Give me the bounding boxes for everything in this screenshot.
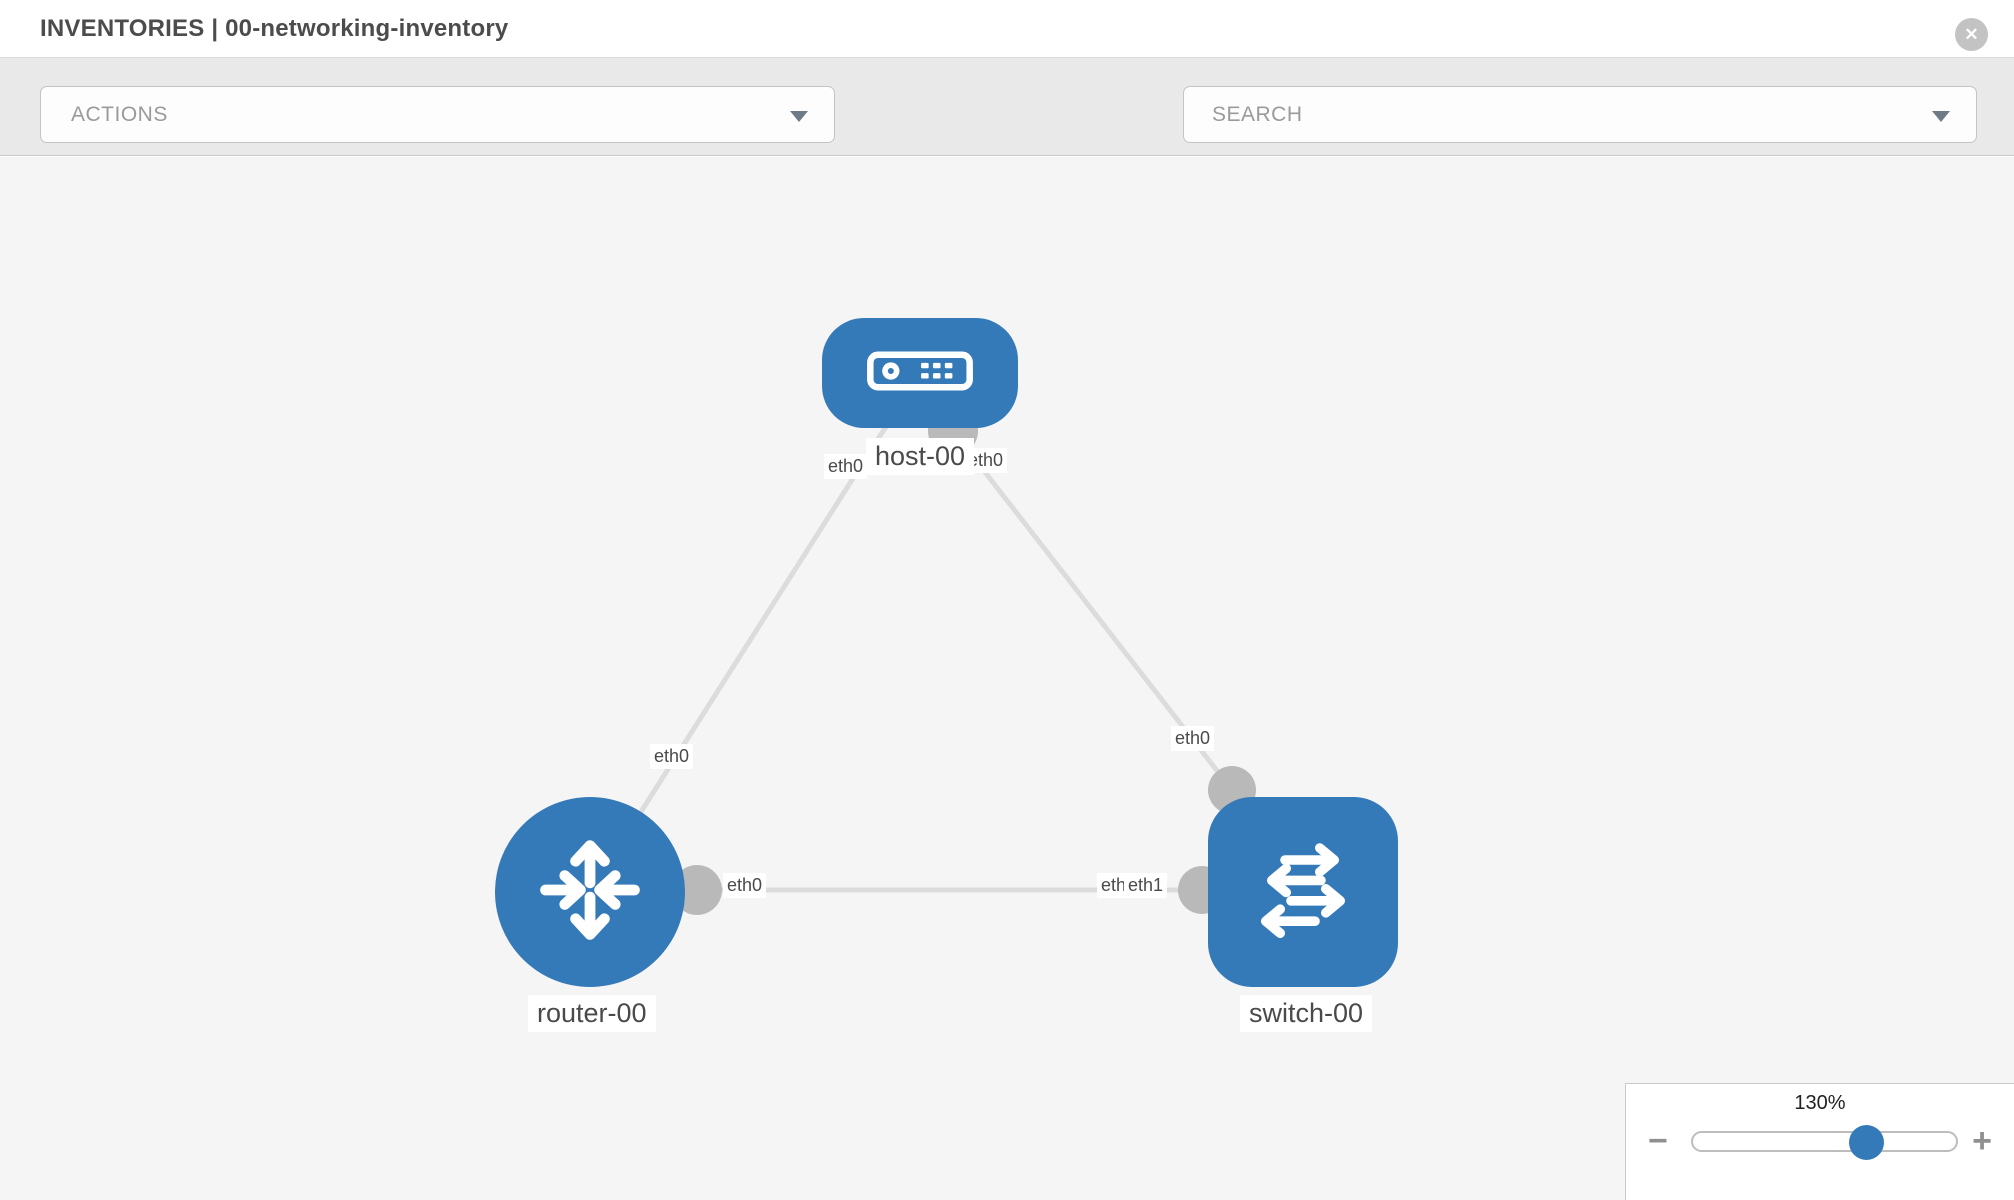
iface-label-router-eth0-right: eth0: [723, 873, 767, 898]
topology-canvas[interactable]: eth0 eth0 eth0 eth0 eth0 eth0 eth1 host-…: [0, 157, 2014, 1200]
zoom-level-value: 130%: [1794, 1092, 1846, 1114]
switch-icon: [1243, 830, 1363, 955]
node-label-host-00: host-00: [866, 438, 975, 475]
zoom-slider-thumb[interactable]: [1849, 1125, 1884, 1160]
zoom-out-button[interactable]: −: [1648, 1122, 1668, 1160]
host-icon: [866, 351, 974, 396]
search-input[interactable]: [1212, 102, 1852, 127]
zoom-in-button[interactable]: +: [1972, 1122, 1992, 1160]
node-router-00[interactable]: [495, 797, 685, 987]
node-label-switch-00: switch-00: [1240, 995, 1373, 1032]
node-host-00[interactable]: [822, 318, 1018, 428]
page-title: INVENTORIES | 00-networking-inventory: [40, 14, 509, 42]
actions-dropdown-label: ACTIONS: [71, 102, 168, 126]
interface-port-router: [672, 865, 722, 915]
close-icon[interactable]: ✕: [1955, 18, 1988, 51]
topology-links-layer: [587, 371, 1256, 915]
chevron-down-icon: [790, 111, 808, 122]
iface-label-switch-eth1-left: eth1: [1124, 873, 1168, 898]
node-label-router-00: router-00: [528, 995, 656, 1032]
toolbar: ACTIONS: [0, 57, 2014, 189]
actions-dropdown[interactable]: ACTIONS: [40, 86, 835, 143]
iface-label-router-eth0-top: eth0: [650, 744, 694, 769]
router-icon: [530, 830, 650, 955]
zoom-control-panel: 130% − +: [1625, 1083, 2014, 1200]
header-bar: INVENTORIES | 00-networking-inventory ✕: [0, 0, 2014, 57]
iface-label-host-eth0-left: eth0: [824, 454, 868, 479]
chevron-down-icon: [1932, 111, 1950, 122]
node-switch-00[interactable]: [1208, 797, 1398, 987]
iface-label-switch-eth0-top: eth0: [1171, 726, 1215, 751]
zoom-slider-track[interactable]: [1691, 1125, 1958, 1160]
search-dropdown[interactable]: [1183, 86, 1977, 143]
